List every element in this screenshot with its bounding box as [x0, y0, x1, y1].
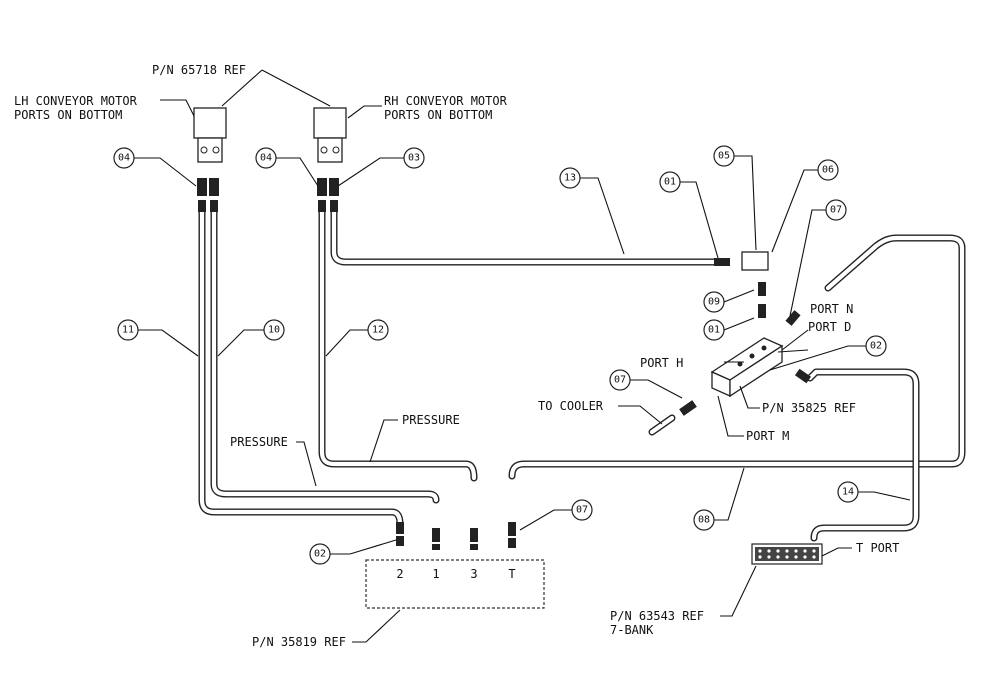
svg-text:04: 04: [118, 153, 130, 164]
motor-pn-ref-label: P/N 65718 REF: [152, 63, 246, 77]
manifold-7-bank: [751, 543, 823, 565]
valve-port-1: 1: [432, 567, 439, 581]
callout-01-top: 01: [659, 171, 681, 193]
callout-03: 03: [403, 147, 425, 169]
hoses: [198, 208, 966, 542]
hose-cooler: [648, 414, 676, 436]
svg-text:01: 01: [664, 177, 676, 188]
svg-text:04: 04: [260, 153, 272, 164]
callout-13: 13: [559, 167, 581, 189]
callout-07-bottom: 07: [571, 499, 593, 521]
svg-text:14: 14: [842, 487, 854, 498]
port-n-label: PORT N: [810, 302, 853, 316]
svg-text:07: 07: [614, 375, 626, 386]
callout-05: 05: [713, 145, 735, 167]
pressure-label-upper: PRESSURE: [402, 413, 460, 427]
pressure-label-lower: PRESSURE: [230, 435, 288, 449]
callout-12: 12: [367, 319, 389, 341]
port-block-pn-label: P/N 35825 REF: [762, 401, 856, 415]
valve-pn-label: P/N 35819 REF: [252, 635, 346, 649]
callout-02-right: 02: [865, 335, 887, 357]
seven-bank-label: 7-BANK: [610, 623, 654, 637]
svg-text:06: 06: [822, 165, 834, 176]
svg-text:08: 08: [698, 515, 710, 526]
callout-04-left: 04: [113, 147, 135, 169]
svg-text:13: 13: [564, 173, 576, 184]
t-port-label: T PORT: [856, 541, 899, 555]
callout-02-left: 02: [309, 543, 331, 565]
hose-08: [508, 234, 966, 480]
callout-07-top: 07: [825, 199, 847, 221]
callout-10: 10: [263, 319, 285, 341]
callouts: 04 04 03 05 06 13 01 07 09 01 02 07 11 1…: [113, 145, 887, 565]
callout-14: 14: [837, 481, 859, 503]
main-valve-35819: 2 1 3 T: [365, 559, 545, 609]
fitting-05-block: [741, 251, 769, 271]
leader-lines: [134, 69, 911, 643]
valve-port-3: 3: [470, 567, 477, 581]
svg-text:01: 01: [708, 325, 720, 336]
callout-07-mid: 07: [609, 369, 631, 391]
callout-04-right: 04: [255, 147, 277, 169]
port-h-label: PORT H: [640, 356, 683, 370]
text-labels: P/N 65718 REF LH CONVEYOR MOTOR PORTS ON…: [14, 63, 899, 649]
to-cooler-label: TO COOLER: [538, 399, 604, 413]
lh-conveyor-motor: [193, 107, 227, 163]
hose-12: [318, 208, 478, 482]
svg-text:02: 02: [870, 341, 882, 352]
svg-text:07: 07: [576, 505, 588, 516]
svg-text:05: 05: [718, 151, 730, 162]
svg-text:02: 02: [314, 549, 326, 560]
callout-09: 09: [703, 291, 725, 313]
manifold-pn-label: P/N 63543 REF: [610, 609, 704, 623]
svg-text:07: 07: [830, 205, 842, 216]
port-block-35825: [710, 337, 784, 398]
svg-text:10: 10: [268, 325, 280, 336]
callout-11: 11: [117, 319, 139, 341]
port-m-label: PORT M: [746, 429, 789, 443]
callout-01-mid: 01: [703, 319, 725, 341]
svg-text:12: 12: [372, 325, 384, 336]
svg-text:09: 09: [708, 297, 720, 308]
port-d-label: PORT D: [808, 320, 851, 334]
callout-08: 08: [693, 509, 715, 531]
valve-port-2: 2: [396, 567, 403, 581]
rh-motor-label-line1: RH CONVEYOR MOTOR: [384, 94, 508, 108]
lh-motor-label-line1: LH CONVEYOR MOTOR: [14, 94, 138, 108]
lh-motor-label-line2: PORTS ON BOTTOM: [14, 108, 122, 122]
hose-11: [198, 208, 404, 528]
hose-10: [210, 208, 440, 504]
valve-port-t: T: [508, 567, 515, 581]
hose-13: [330, 208, 718, 266]
hose-14: [806, 368, 920, 542]
rh-conveyor-motor: [313, 107, 347, 163]
svg-text:11: 11: [122, 325, 134, 336]
rh-motor-label-line2: PORTS ON BOTTOM: [384, 108, 492, 122]
fittings: [197, 178, 812, 550]
svg-text:03: 03: [408, 153, 420, 164]
callout-06: 06: [817, 159, 839, 181]
